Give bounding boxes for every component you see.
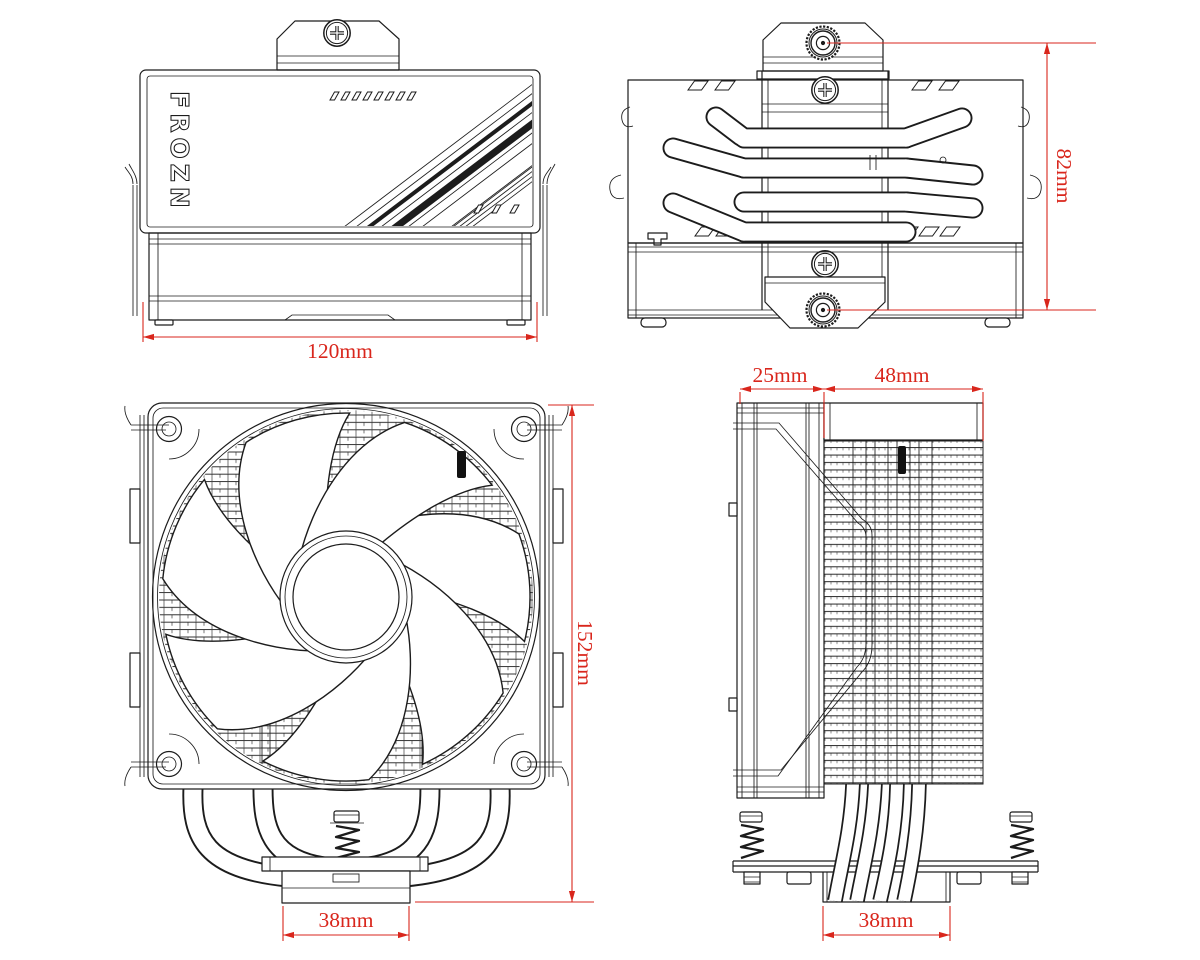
bottom-view: 82mm	[609, 22, 1096, 329]
dim-label-base-width: 38mm	[319, 908, 374, 932]
fin-stack-top	[148, 232, 532, 326]
fan-clip-wire	[733, 422, 873, 777]
clip-button	[647, 232, 668, 246]
dimension-38mm-side: 38mm	[822, 906, 951, 941]
corner-screws	[155, 415, 538, 778]
side-view: 25mm 48mm 38mm	[728, 363, 1039, 941]
phillips-screw-icon	[810, 75, 840, 105]
decor-dashes-corner	[473, 204, 520, 214]
fin-stack-side	[823, 402, 984, 785]
spring-screw-icon	[333, 810, 360, 823]
cooler-base-front	[261, 810, 429, 904]
front-view: 152mm 38mm	[124, 400, 597, 941]
dim-label-heatsink-depth: 48mm	[875, 363, 930, 387]
dim-label-width: 120mm	[307, 339, 373, 363]
dim-label-base-width: 38mm	[859, 908, 914, 932]
fan-side	[728, 402, 825, 799]
heat-pipes	[662, 106, 984, 243]
phillips-screw-icon	[322, 18, 352, 48]
wire-clips	[124, 163, 556, 316]
brand-logo: FROZN	[165, 91, 194, 213]
dimension-48mm: 48mm	[824, 363, 984, 441]
top-view: FROZN	[124, 18, 556, 363]
decor-dashes	[329, 91, 417, 101]
cooler-base-side	[822, 872, 951, 903]
side-heat-pipes	[827, 783, 927, 903]
dimension-152mm: 152mm	[415, 404, 597, 903]
phillips-screw-icon	[810, 249, 840, 279]
spring-screw-left	[739, 811, 765, 885]
spring-screw-right	[1009, 811, 1035, 885]
side-rails	[124, 405, 569, 787]
center-column	[761, 71, 889, 310]
dimension-120mm: 120mm	[142, 302, 538, 363]
dim-label-height: 152mm	[573, 620, 597, 686]
fin-mark	[457, 451, 466, 478]
fan-hub	[279, 530, 413, 664]
dimension-82mm: 82mm	[827, 42, 1096, 311]
decor-stripes	[339, 77, 532, 226]
dim-label-height: 82mm	[1052, 149, 1076, 204]
dimension-25mm: 25mm	[739, 363, 825, 438]
fin-mark	[898, 446, 906, 474]
dim-label-fan-thickness: 25mm	[753, 363, 808, 387]
dimension-38mm-front: 38mm	[282, 906, 410, 941]
